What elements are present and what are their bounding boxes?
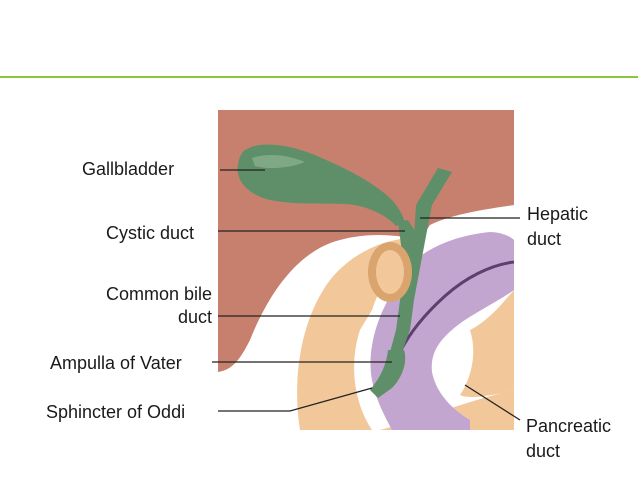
duodenum-right-region	[460, 290, 514, 398]
label-pancreatic-duct-line1: Pancreatic	[526, 416, 612, 436]
hepatic-duct	[414, 168, 452, 236]
gallbladder-highlight	[252, 155, 305, 169]
label-cystic-duct: Cystic duct	[106, 223, 195, 243]
label-ampulla-of-vater: Ampulla of Vater	[50, 353, 182, 373]
label-pancreatic-duct-line2: duct	[526, 441, 561, 461]
leader-lines	[212, 169, 521, 421]
label-gallbladder: Gallbladder	[82, 159, 175, 179]
label-common-bile-duct-line1: Common bile	[105, 284, 212, 304]
label-common-bile-duct-line2: duct	[177, 307, 212, 327]
label-hepatic-duct-line2: duct	[527, 229, 562, 249]
ampulla-of-vater	[370, 350, 406, 398]
label-hepatic-duct-line1: Hepatic	[527, 204, 589, 224]
pancreatic-duct	[398, 260, 514, 353]
pancreatic-duct-leader	[464, 384, 521, 421]
sphincter-leader	[218, 387, 373, 412]
label-sphincter-of-oddi: Sphincter of Oddi	[46, 402, 186, 422]
duodenum-cross-section-inner	[376, 250, 404, 294]
duodenum-region	[297, 238, 420, 430]
header-divider-line	[0, 76, 638, 78]
